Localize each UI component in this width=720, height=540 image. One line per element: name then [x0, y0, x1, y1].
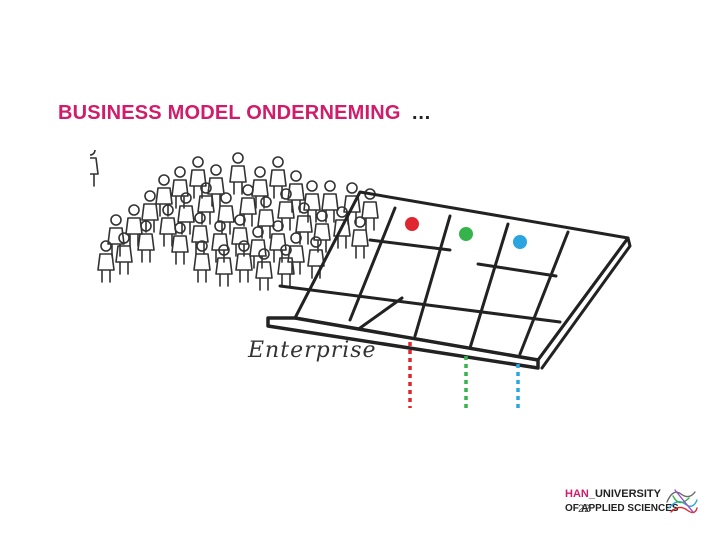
green-dot [459, 227, 473, 241]
logo-line1-rest: _UNIVERSITY [588, 488, 661, 500]
logo-brand: HAN [565, 488, 589, 500]
enterprise-illustration [90, 150, 632, 408]
canvas-board [266, 190, 632, 370]
han-university-logo: HAN_UNIVERSITY OF APPLIED SCIENCES 22 [565, 488, 715, 534]
logo-mark-icon [666, 489, 698, 514]
red-dot [405, 217, 419, 231]
page-title: BUSINESS MODEL ONDERNEMING [58, 102, 401, 124]
page-number: 22 [578, 503, 591, 515]
crowd-figures [90, 150, 379, 291]
logo-line2: OF APPLIED SCIENCES [565, 503, 679, 514]
blue-dot [513, 235, 527, 249]
enterprise-label: Enterprise [248, 338, 377, 363]
slide-title: BUSINESS MODEL ONDERNEMING … [58, 102, 431, 125]
title-ellipsis: … [411, 102, 432, 124]
